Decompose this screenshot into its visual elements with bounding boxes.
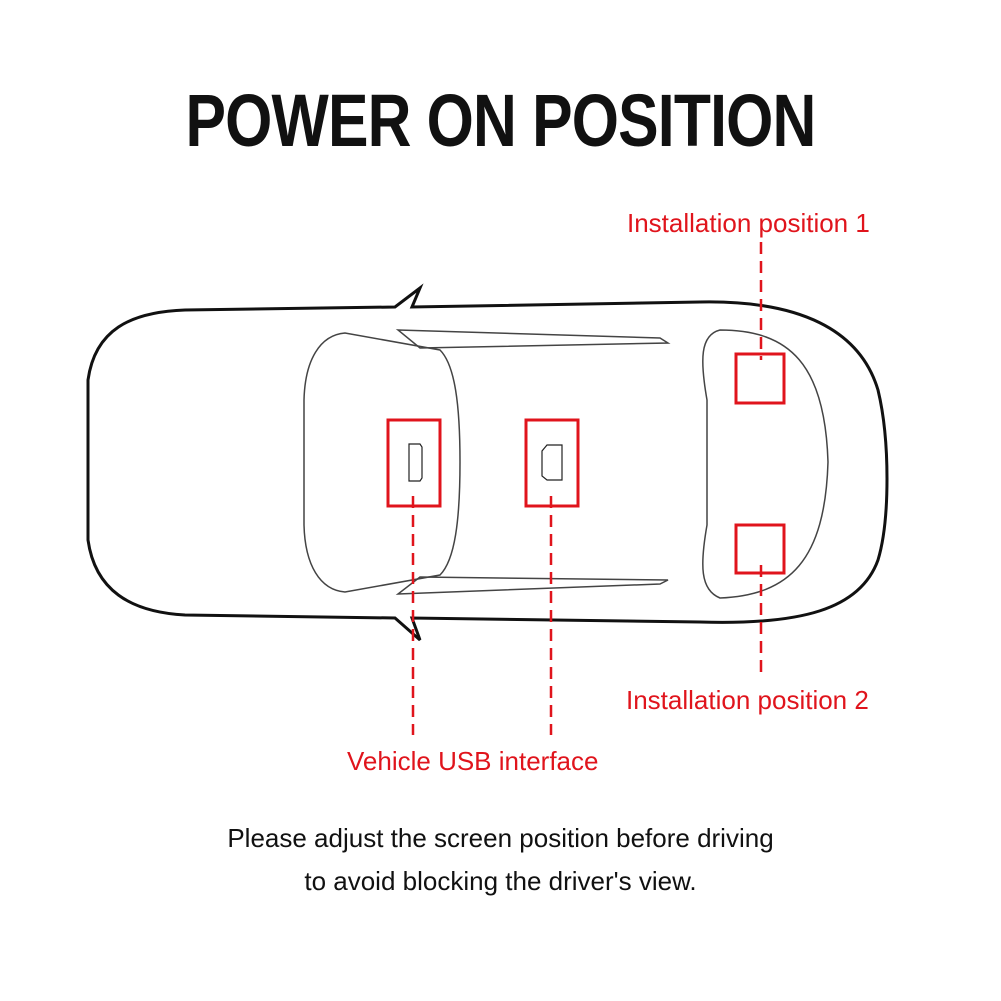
- car-body: [86, 283, 889, 642]
- usb-port-2: [524, 418, 580, 508]
- usb-interface-label: Vehicle USB interface: [347, 746, 599, 776]
- page-title: POWER ON POSITION: [185, 79, 817, 162]
- usb-box-2: [524, 418, 580, 508]
- usb-c-port-icon: [541, 444, 563, 481]
- car-details: [303, 329, 829, 599]
- instruction-note: Please adjust the screen position before…: [0, 817, 1001, 903]
- usb-port-1: [386, 418, 442, 508]
- note-line-2: to avoid blocking the driver's view.: [304, 866, 697, 896]
- installation-position-2-label: Installation position 2: [626, 685, 869, 715]
- installation-position-1-label: Installation position 1: [627, 208, 870, 238]
- leader-lines: [411, 242, 763, 735]
- usb-port-icon: [408, 443, 423, 482]
- usb-box-1: [386, 418, 442, 508]
- note-line-1: Please adjust the screen position before…: [227, 823, 774, 853]
- installation-box-1: [734, 352, 786, 405]
